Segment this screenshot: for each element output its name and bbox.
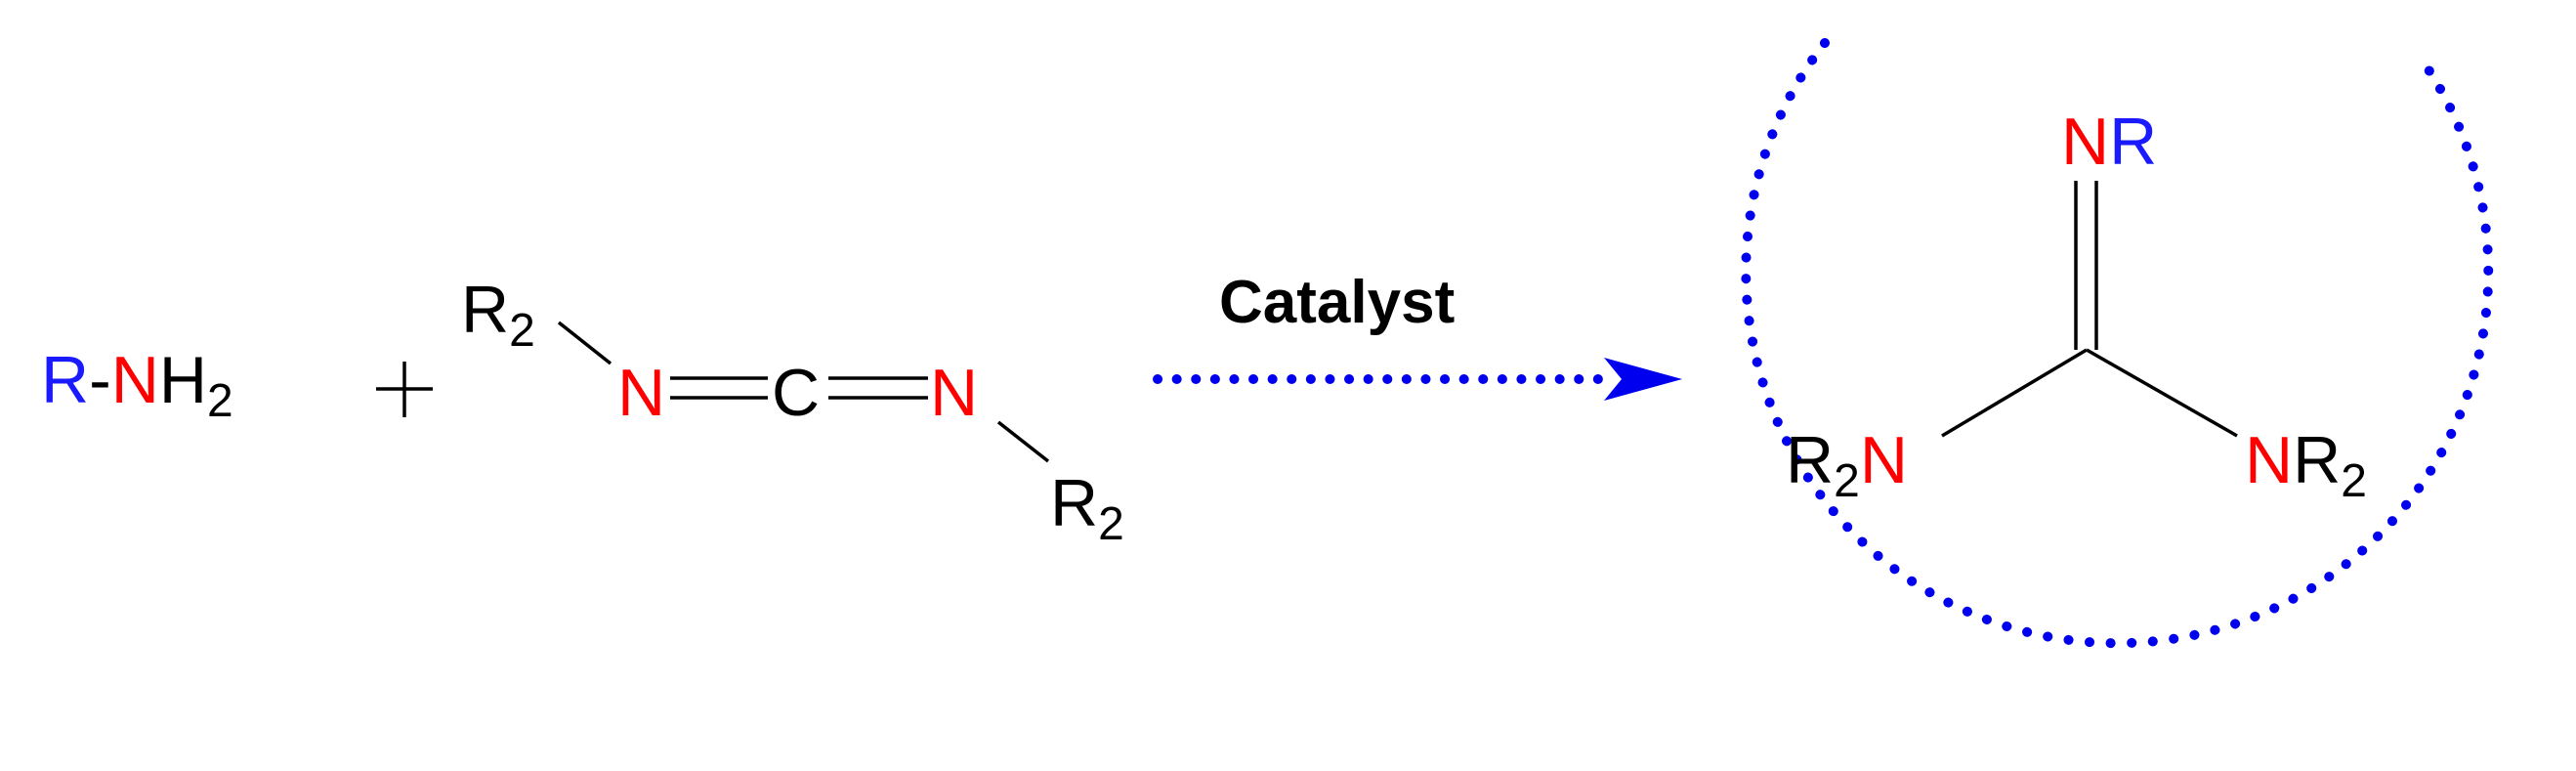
product-right-sub: 2: [2341, 455, 2367, 507]
carbodiimide-n-right: N: [930, 356, 978, 430]
amine-hydrogen: H: [159, 343, 207, 417]
amine-nitrogen: N: [111, 343, 159, 417]
plus-sign-group: +: [376, 362, 433, 417]
product-right-nr2: NR2: [2245, 423, 2367, 507]
carbodiimide-r2-right: R2: [1050, 466, 1124, 550]
product-left-r2n: R2N: [1786, 423, 1908, 507]
product-left-nitrogen: N: [1860, 423, 1908, 497]
bond-n-r2-right: [996, 420, 1050, 463]
catalyst-label: Catalyst: [1219, 269, 1455, 336]
product-right-r: R: [2293, 423, 2341, 497]
carbodiimide-reactant: R2 N C N R2: [461, 273, 1124, 550]
amine-r-group: R: [41, 343, 89, 417]
carbodiimide-carbon: C: [772, 356, 820, 430]
product-left-sub: 2: [1834, 455, 1860, 507]
guanidine-product: NR R2N NR2: [1786, 105, 2367, 507]
product-top-r: R: [2109, 105, 2157, 179]
product-left-r: R: [1786, 423, 1834, 497]
amine-dash: -: [89, 343, 111, 417]
amine-reactant: R-NH2: [41, 343, 233, 427]
amine-h-subscript: 2: [207, 375, 233, 427]
reaction-arrow-group: Catalyst: [1153, 269, 1682, 401]
dotted-bracket-circle: [1741, 38, 2494, 649]
arrow-head-icon: [1604, 358, 1682, 401]
product-right-nitrogen: N: [2245, 423, 2293, 497]
carbodiimide-n-left: N: [617, 356, 665, 430]
bond-r2-n-left: [557, 321, 612, 365]
product-top-nr: NR: [2061, 105, 2157, 179]
carbodiimide-r2-left: R2: [461, 273, 535, 357]
bond-c-n-right: [2086, 348, 2238, 438]
svg-text:R-NH2: R-NH2: [41, 343, 233, 427]
product-top-nitrogen: N: [2061, 105, 2109, 179]
bond-c-n-left: [1941, 348, 2088, 438]
